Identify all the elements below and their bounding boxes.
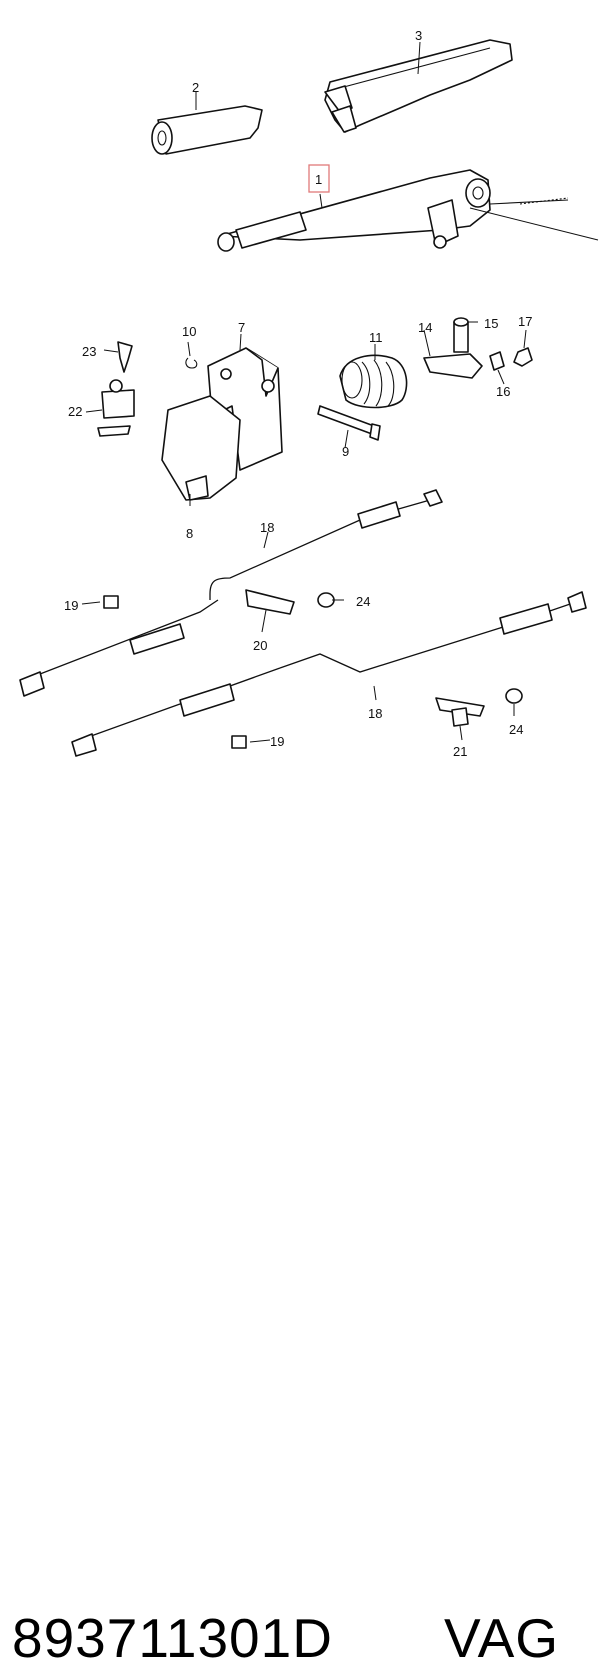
part-10-clip	[185, 357, 198, 369]
part-18-upper-cable	[19, 489, 443, 697]
callout-8: 8	[186, 526, 193, 541]
part-18-lower-cable	[71, 591, 587, 757]
callout-23: 23	[82, 344, 96, 359]
callout-10: 10	[182, 324, 196, 339]
callout-7: 7	[238, 320, 245, 335]
callout-20: 20	[253, 638, 267, 653]
callout-labels: 1 2 3 7 8 9 10 11 14 15 16 17 18 18 19 1…	[64, 28, 532, 759]
callout-16: 16	[496, 384, 510, 399]
part-7-lever-bracket	[207, 347, 283, 471]
callout-14: 14	[418, 320, 432, 335]
part-9-bolt	[317, 405, 381, 441]
part-3-lever-cover	[324, 39, 513, 133]
part-1-handbrake-lever	[217, 169, 599, 252]
callout-2: 2	[192, 80, 199, 95]
callout-22: 22	[68, 404, 82, 419]
part-number: 893711301D	[12, 1607, 333, 1669]
callout-19-bottom: 19	[270, 734, 284, 749]
callout-24-lower: 24	[509, 722, 523, 737]
callout-15: 15	[484, 316, 498, 331]
part-19-20-21-24-clips	[103, 589, 523, 749]
callout-18-upper: 18	[260, 520, 274, 535]
callout-17: 17	[518, 314, 532, 329]
callout-11: 11	[369, 330, 383, 345]
callout-9: 9	[342, 444, 349, 459]
caption-bar: 893711301D VAG	[0, 800, 600, 1669]
part-8-mounting-plate	[161, 395, 241, 501]
part-11-ratchet-spring	[339, 354, 408, 409]
leader-lines	[81, 41, 527, 743]
callout-18-lower: 18	[368, 706, 382, 721]
brand-name: VAG	[444, 1607, 560, 1669]
highlight-box-part-1	[308, 164, 330, 193]
exploded-parts-diagram: 1 2 3 7 8 9 10 11 14 15 16 17 18 18 19 1…	[19, 28, 599, 759]
part-22-23-fasteners	[97, 341, 135, 437]
callout-21: 21	[453, 744, 467, 759]
callout-3: 3	[415, 28, 422, 43]
callout-1: 1	[315, 172, 322, 187]
callout-19-left: 19	[64, 598, 78, 613]
callout-24-upper: 24	[356, 594, 370, 609]
part-14-15-16-17-pawl-assembly	[423, 317, 533, 379]
part-2-handle-grip	[151, 105, 263, 155]
